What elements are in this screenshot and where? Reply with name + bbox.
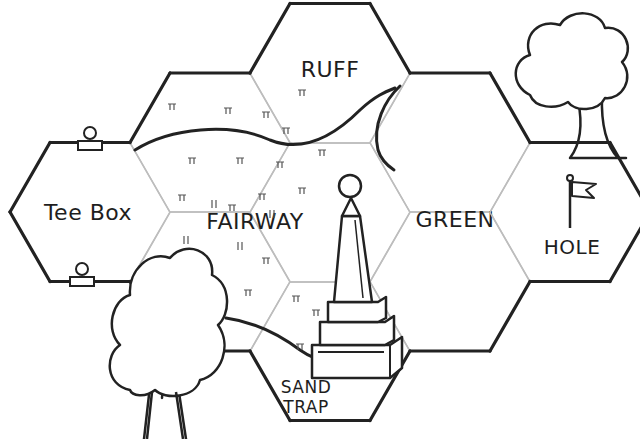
tile-label: SAND TRAP [271, 378, 341, 417]
outer-border [490, 282, 530, 352]
monument [312, 175, 402, 378]
tee-marker-ball [76, 263, 88, 275]
hex-tile [370, 212, 530, 351]
tile-label: GREEN [395, 207, 515, 232]
outer-border [490, 73, 530, 143]
flag [572, 182, 596, 198]
hex-tile: SAND TRAP [250, 282, 410, 421]
tree-crown [516, 13, 628, 109]
hex-outline [490, 143, 640, 282]
hex-border [10, 143, 170, 282]
monument-ring [339, 175, 361, 197]
hex-tile [130, 73, 290, 212]
monument-shaft [334, 216, 372, 302]
cluster-outline [10, 4, 640, 421]
monument-step [320, 316, 394, 345]
tile-label: RUFF [275, 57, 385, 82]
hex-tile: FAIRWAY [250, 143, 410, 282]
flag-pole-top [567, 175, 573, 181]
grass-tufts [168, 90, 326, 350]
outer-border [610, 212, 640, 282]
ruff-boundary [135, 88, 395, 150]
tree-trunk [147, 392, 183, 439]
tree-crown [110, 249, 227, 396]
outer-border [170, 71, 250, 74]
outer-border [250, 351, 290, 421]
hex-border [490, 143, 640, 282]
tree-right [516, 13, 628, 158]
tree-trunk [570, 96, 626, 158]
monument-shade [355, 220, 363, 298]
outer-border [170, 349, 250, 352]
outer-border [50, 280, 130, 283]
tree-trunk [144, 338, 186, 439]
monument-base [312, 337, 402, 378]
flag-pole [569, 180, 572, 228]
course-illustration [70, 13, 628, 439]
outer-border [530, 141, 610, 144]
outer-border [290, 419, 370, 422]
tee-marker-box [78, 141, 102, 150]
hex-border [250, 4, 410, 143]
tile-label: Tee Box [23, 200, 153, 225]
hex-tile: HOLE [490, 143, 640, 282]
outer-border [130, 73, 170, 143]
outer-border [10, 143, 50, 213]
hole-flag [567, 175, 596, 228]
monument-step [328, 297, 386, 322]
outer-border [250, 4, 290, 74]
tee-marker-box [70, 277, 94, 286]
outer-border [410, 349, 490, 352]
tile-label: FAIRWAY [180, 209, 330, 234]
hex-border [370, 73, 530, 212]
monument-tip [342, 198, 360, 216]
tee-marker [70, 263, 94, 286]
outer-border [130, 282, 170, 352]
outer-border [410, 71, 490, 74]
hex-tile: Tee Box [10, 143, 170, 282]
outer-border [290, 2, 370, 5]
outer-border [50, 141, 130, 144]
monument-base-edge [318, 345, 390, 378]
green-boundary [377, 86, 400, 170]
outer-border [370, 4, 410, 74]
tile-label: HOLE [527, 236, 617, 259]
hex-outline [250, 282, 410, 421]
outer-border [610, 143, 640, 213]
tee-marker-ball [84, 127, 96, 139]
outer-border [10, 212, 50, 282]
hex-tile: RUFF [250, 4, 410, 143]
tee-marker [78, 127, 102, 150]
outer-border [530, 280, 610, 283]
tree-left [110, 249, 227, 439]
outer-border [370, 351, 410, 421]
hex-border [250, 282, 410, 421]
sand-boundary [226, 318, 326, 360]
hex-tile: GREEN [370, 73, 530, 212]
hex-outline [370, 73, 530, 212]
